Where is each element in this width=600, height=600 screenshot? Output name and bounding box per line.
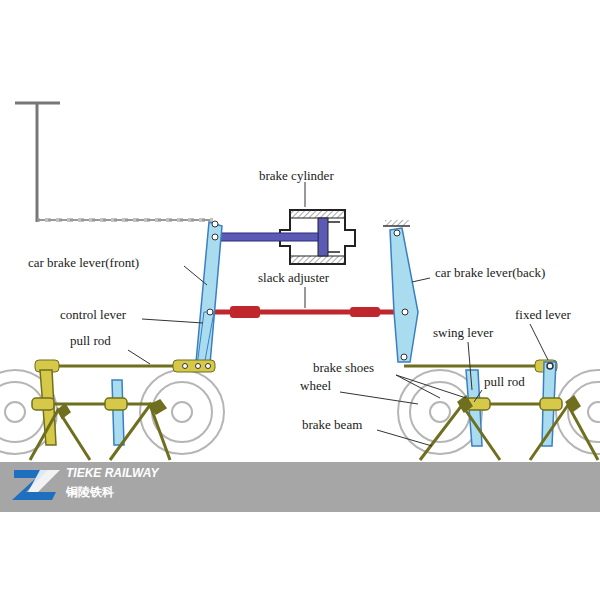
- brand-name-chinese: 铜陵铁科: [66, 484, 114, 500]
- hand-brake: [15, 103, 213, 222]
- part-label: control lever: [60, 307, 126, 323]
- part-label: swing lever: [433, 325, 493, 341]
- brand-name: TIEKE RAILWAY: [66, 465, 158, 481]
- part-label: wheel: [300, 378, 331, 394]
- wheels: [0, 370, 600, 454]
- part-label: pull rod: [70, 333, 111, 349]
- part-label: brake shoes: [313, 360, 374, 376]
- slack-adjuster: [210, 306, 405, 318]
- part-label: brake cylinder: [259, 168, 334, 184]
- leader-lines: [128, 182, 548, 446]
- part-label: pull rod: [484, 374, 525, 390]
- right-bogie-rigging: [420, 362, 598, 460]
- part-label: car brake lever(back): [435, 265, 545, 281]
- part-label: slack adjuster: [258, 270, 329, 286]
- part-label: brake beam: [302, 417, 362, 433]
- back-lever: [383, 220, 418, 362]
- left-bogie-rigging: [30, 370, 170, 460]
- part-label: car brake lever(front): [28, 255, 139, 271]
- front-levers: [196, 221, 222, 366]
- part-label: fixed lever: [515, 307, 571, 323]
- brake-cylinder: [213, 210, 355, 264]
- company-logo: [12, 470, 60, 500]
- footer-band: [0, 462, 600, 512]
